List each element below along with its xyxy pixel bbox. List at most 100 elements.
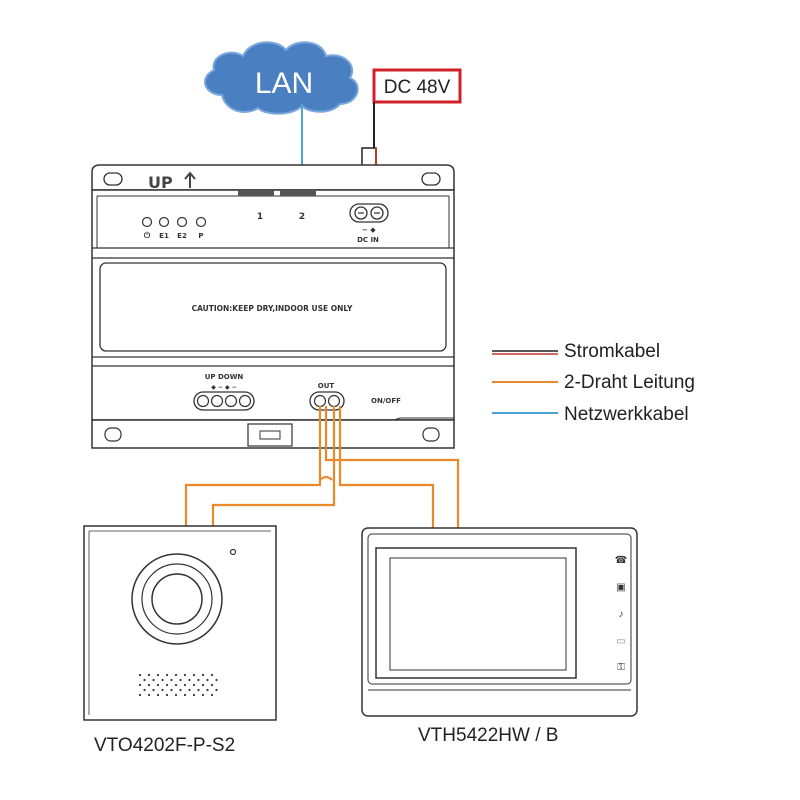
legend-item-stromkabel: Stromkabel	[492, 341, 660, 362]
indoor-monitor: ☎ ▣ ♪ ▭ ⚿	[361, 527, 638, 717]
grille-dot	[156, 683, 160, 687]
arrow-up-icon	[184, 171, 196, 188]
mount-hole-icon	[422, 427, 440, 442]
grille-dot	[210, 693, 214, 697]
mount-hole-icon	[421, 172, 441, 186]
grille-dot	[179, 678, 182, 682]
svg-text:◆ − ◆ −: ◆ − ◆ −	[211, 384, 237, 391]
led-p-icon	[195, 216, 207, 228]
grille-dot	[210, 683, 214, 687]
grille-dot	[206, 678, 209, 682]
grille-dot	[188, 678, 191, 682]
grille-dot	[161, 688, 164, 692]
dc-48v-box	[372, 68, 462, 104]
grille-dot	[143, 688, 146, 692]
grille-dot	[206, 688, 209, 692]
grille-dot	[138, 693, 142, 697]
lan-cloud: LAN	[204, 41, 359, 115]
two-wire-cables	[184, 406, 460, 528]
legend-label: 2-Draht Leitung	[564, 372, 695, 393]
outdoor-station-label: VTO4202F-P-S2	[94, 735, 235, 756]
grille-dot	[143, 678, 146, 682]
music-icon: ♪	[619, 609, 624, 620]
dc-48v-label: DC 48V	[384, 77, 451, 98]
talk-icon: ☎	[615, 555, 627, 566]
led-e2-icon	[176, 216, 188, 228]
grille-dot	[197, 678, 200, 682]
grille-dot	[165, 693, 169, 697]
monitor-icon: ▣	[616, 582, 625, 593]
legend-item-2-draht: 2-Draht Leitung	[492, 372, 695, 393]
grille-dot	[183, 673, 187, 677]
grille-dot	[138, 683, 142, 687]
mount-hole-icon	[103, 172, 123, 186]
legend-item-netzwerkkabel: Netzwerkkabel	[492, 404, 689, 425]
indicator-icon	[229, 548, 237, 556]
grille-dot	[201, 673, 205, 677]
grille-dot	[174, 673, 178, 677]
grille-dot	[147, 673, 151, 677]
legend-label: Netzwerkkabel	[564, 404, 689, 425]
led-label: E1	[159, 232, 169, 240]
led-label: ⏻	[144, 231, 151, 240]
grille-dot	[197, 688, 200, 692]
grille-dot	[165, 673, 169, 677]
grille-dot	[183, 683, 187, 687]
grille-dot	[156, 673, 160, 677]
grille-dot	[170, 678, 173, 682]
grille-dot	[210, 673, 214, 677]
out-label: OUT	[318, 382, 335, 390]
grille-dot	[147, 693, 151, 697]
power-supply: DC 48V	[372, 68, 462, 104]
grille-dot	[152, 688, 155, 692]
caution-text: CAUTION:KEEP DRY,INDOOR USE ONLY	[192, 304, 353, 313]
grille-dot	[201, 683, 205, 687]
speaker-grille-icon	[138, 673, 218, 697]
grille-dot	[165, 683, 169, 687]
grille-dot	[170, 688, 173, 692]
legend-label: Stromkabel	[564, 341, 660, 362]
cloud-icon	[204, 41, 359, 115]
led-e1-icon	[158, 216, 170, 228]
grille-dot	[138, 673, 142, 677]
grille-dot	[215, 678, 218, 682]
grille-dot	[192, 683, 196, 687]
led-power-icon	[141, 216, 153, 228]
grille-dot	[161, 678, 164, 682]
outdoor-station	[83, 525, 277, 721]
grille-dot	[215, 688, 218, 692]
onoff-label: ON/OFF	[371, 397, 401, 405]
grille-dot	[183, 693, 187, 697]
indoor-monitor-label: VTH5422HW / B	[418, 725, 558, 746]
grille-dot	[147, 683, 151, 687]
grille-dot	[192, 693, 196, 697]
grille-dot	[188, 688, 191, 692]
monitor-screen	[375, 547, 577, 679]
unlock-icon: ⚿	[617, 662, 625, 673]
grille-dot	[179, 688, 182, 692]
port-label-2: 2	[299, 212, 305, 222]
grille-dot	[201, 693, 205, 697]
message-icon: ▭	[616, 636, 625, 647]
grille-dot	[156, 693, 160, 697]
grille-dot	[152, 678, 155, 682]
caution-panel	[99, 262, 447, 352]
grille-dot	[192, 673, 196, 677]
camera-lens-icon	[151, 573, 203, 625]
dc-in-label: DC IN	[357, 236, 379, 244]
updown-terminal	[193, 391, 255, 411]
grille-dot	[174, 693, 178, 697]
switch-up-label: UP	[148, 173, 173, 192]
din-clip	[247, 423, 293, 447]
port-label-1: 1	[257, 212, 263, 222]
led-label: P	[198, 232, 203, 240]
legend: Stromkabel 2-Draht Leitung Netzwerkkabel	[492, 341, 695, 425]
switch-top-rail	[91, 164, 455, 191]
grille-dot	[174, 683, 178, 687]
svg-text:− ◆: − ◆	[362, 226, 376, 234]
mount-hole-icon	[104, 427, 122, 442]
led-label: E2	[177, 232, 187, 240]
updown-label: UP DOWN	[205, 373, 244, 381]
two-wire-switch: UP 1 2 ⏻ E1 E2 P − ◆ DC IN CAUTION:KEEP	[91, 164, 455, 449]
